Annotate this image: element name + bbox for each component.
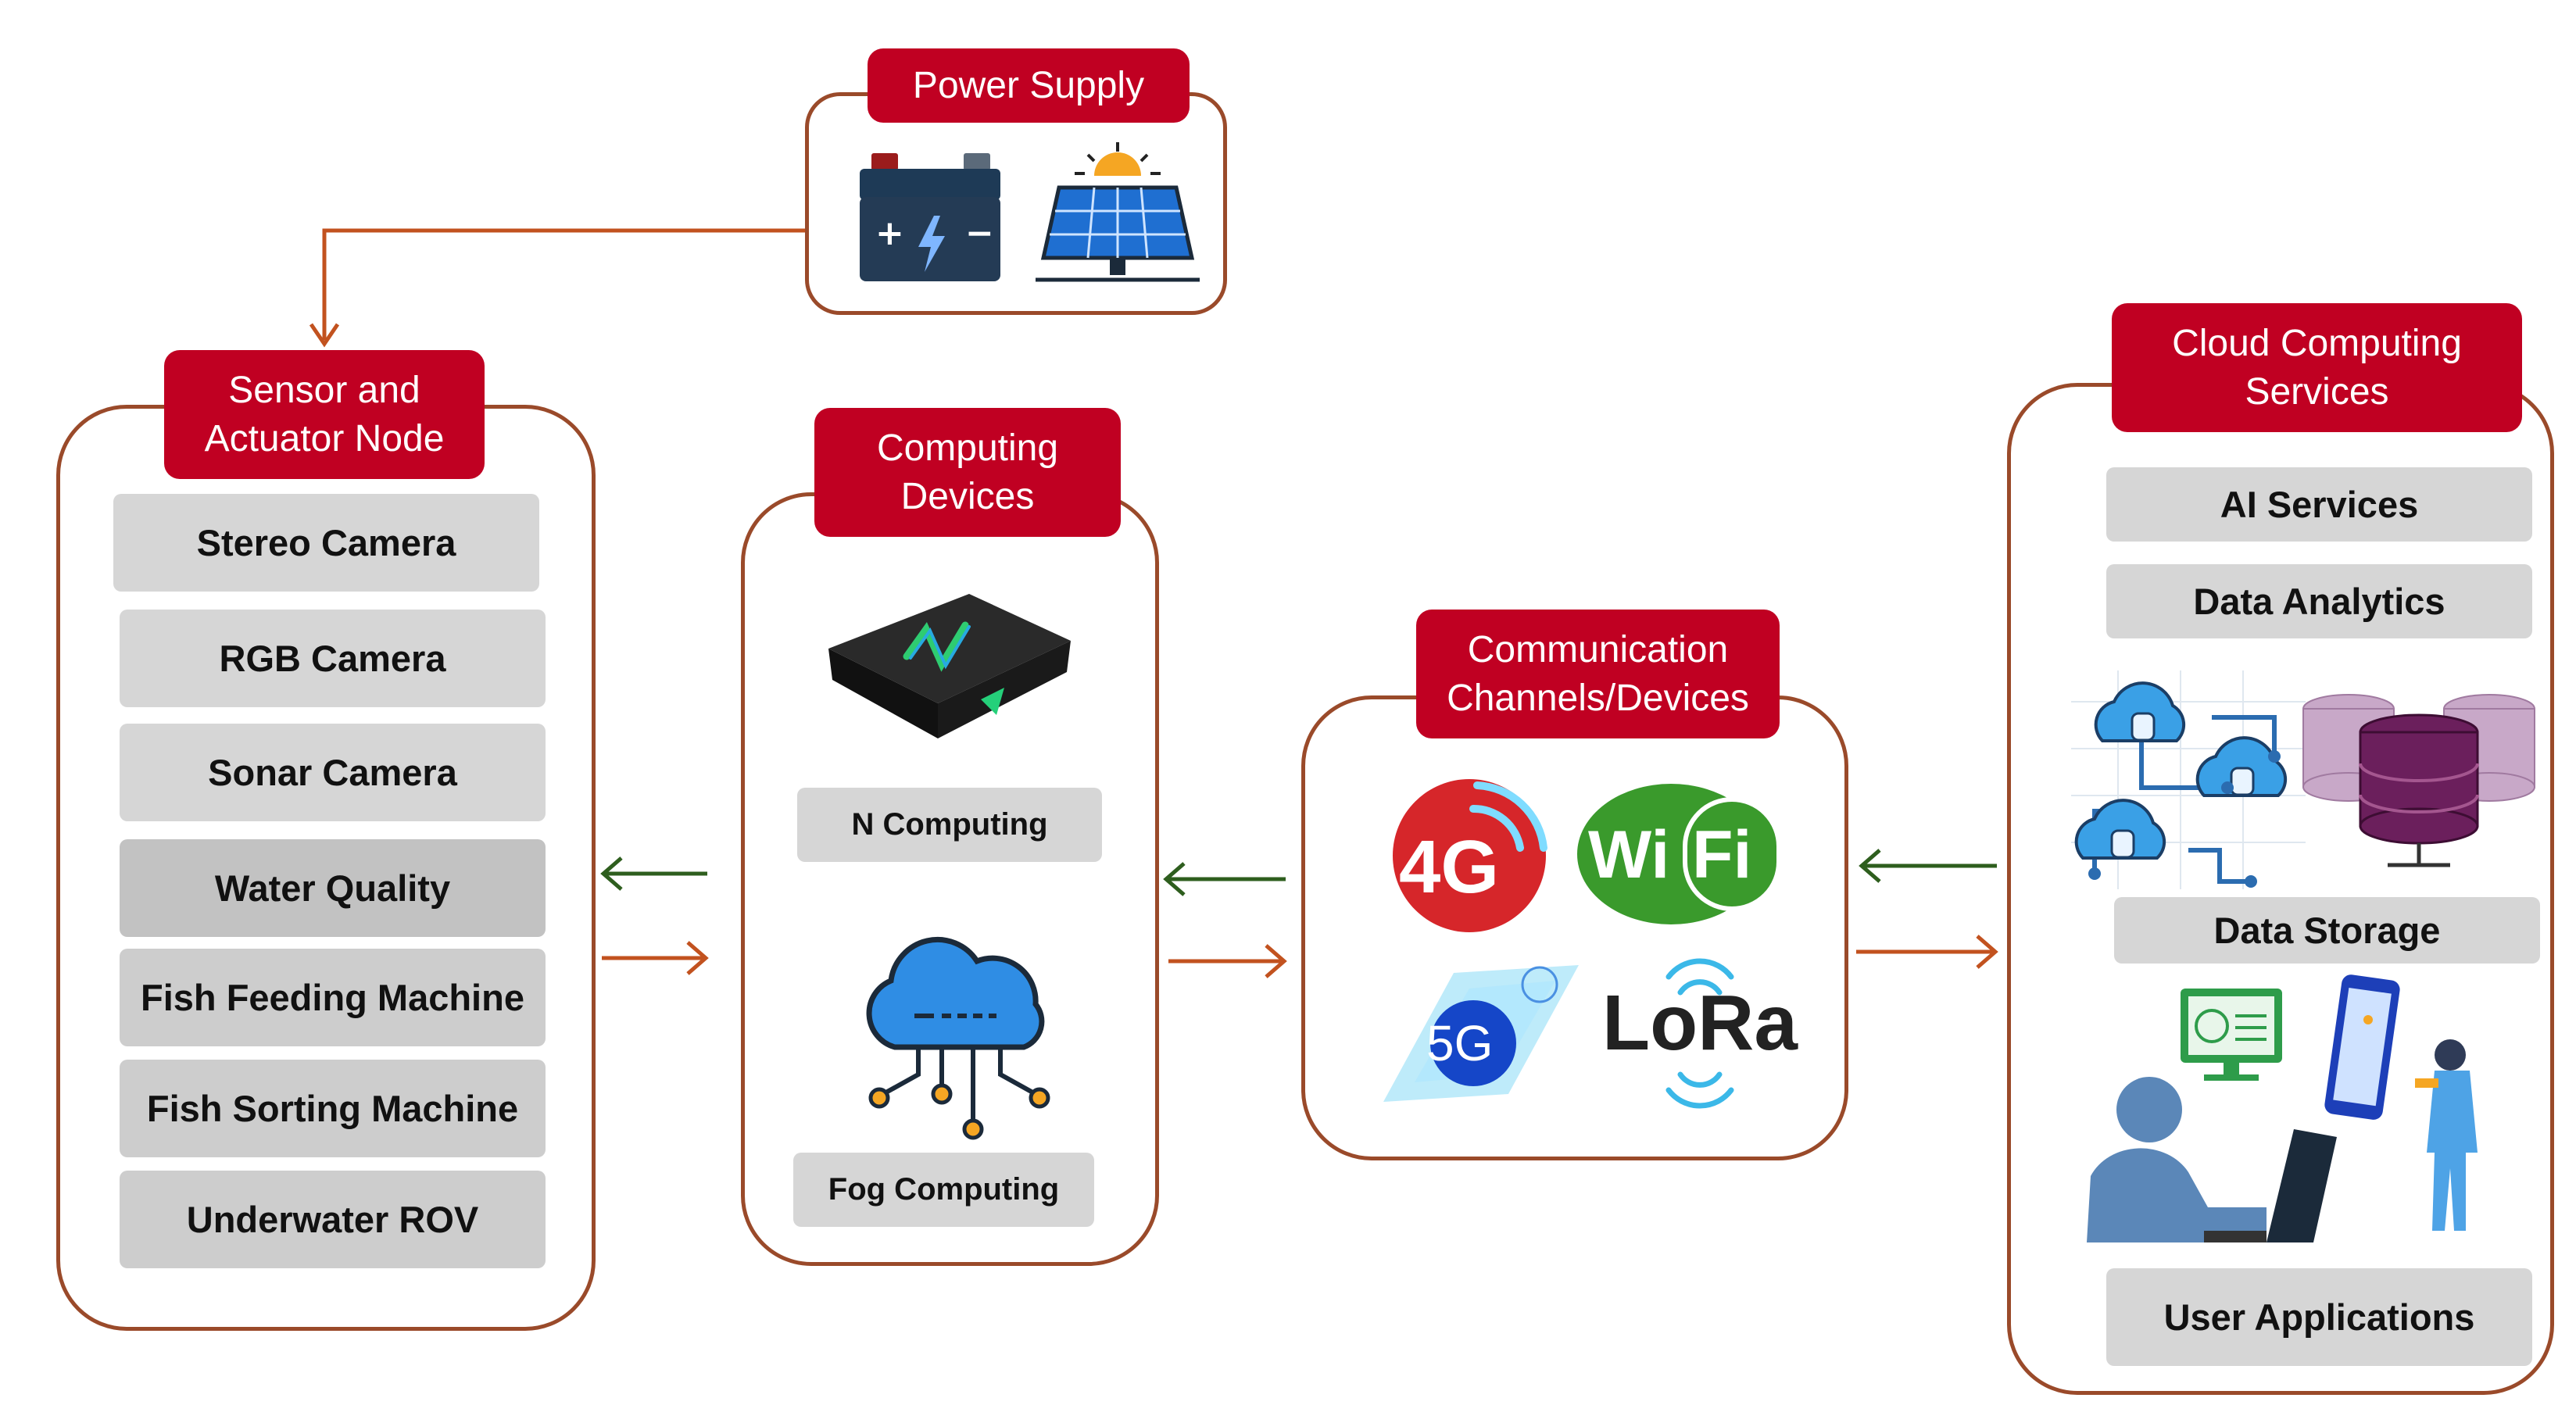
- computing-title: Computing Devices: [814, 408, 1121, 537]
- svg-text:+: +: [875, 213, 904, 253]
- sensor-item-sonar-camera: Sonar Camera: [120, 724, 546, 821]
- sensor-title: Sensor and Actuator Node: [164, 350, 485, 479]
- 5g-logo-icon: [1383, 965, 1579, 1102]
- lora-signal-icon: [1665, 958, 1734, 1109]
- fog-computing-cloud-icon: [866, 937, 1050, 1140]
- sensor-item-stereo-camera: Stereo Camera: [113, 494, 539, 592]
- power-arrowhead: [309, 323, 340, 348]
- sensor-item-rgb-camera: RGB Camera: [120, 610, 546, 707]
- cloud-title: Cloud Computing Services: [2112, 303, 2522, 432]
- communication-panel: [1301, 695, 1848, 1160]
- cloud-item-data-analytics: Data Analytics: [2106, 564, 2532, 638]
- power-to-sensor-line: [322, 228, 805, 340]
- 4g-logo-text: 4G: [1399, 825, 1500, 909]
- wifi-logo-icon: [1577, 784, 1781, 924]
- sensor-item-fish-feeding: Fish Feeding Machine: [120, 949, 546, 1046]
- 4g-logo-icon: [1393, 779, 1547, 932]
- cloud-database-network-icon: [2071, 670, 2306, 889]
- cloud-item-ai-services: AI Services: [2106, 467, 2532, 542]
- users-devices-icon: [2087, 974, 2478, 1242]
- cloud-item-user-applications: User Applications: [2106, 1268, 2532, 1366]
- solar-panel-icon: [1036, 142, 1200, 282]
- sensor-item-underwater-rov: Underwater ROV: [120, 1171, 546, 1268]
- sensor-item-water-quality: Water Quality: [120, 839, 546, 937]
- fog-computing-label: Fog Computing: [793, 1153, 1094, 1227]
- battery-icon: + −: [860, 153, 1000, 281]
- sensor-item-fish-sorting: Fish Sorting Machine: [120, 1060, 546, 1157]
- 5g-logo-text: 5G: [1426, 1015, 1494, 1071]
- n-computing-label: N Computing: [797, 788, 1102, 862]
- database-storage-icon: [2302, 694, 2535, 867]
- cloud-item-data-storage: Data Storage: [2114, 897, 2540, 964]
- svg-text:−: −: [965, 213, 994, 253]
- power-supply-title: Power Supply: [868, 48, 1190, 123]
- wifi-logo-text-wi: Wi: [1588, 817, 1670, 892]
- communication-title: Communication Channels/Devices: [1416, 610, 1780, 738]
- n-computing-device-icon: [828, 594, 1071, 738]
- wifi-logo-text-fi: Fi: [1692, 817, 1752, 892]
- lora-logo-text: LoRa: [1602, 979, 1798, 1067]
